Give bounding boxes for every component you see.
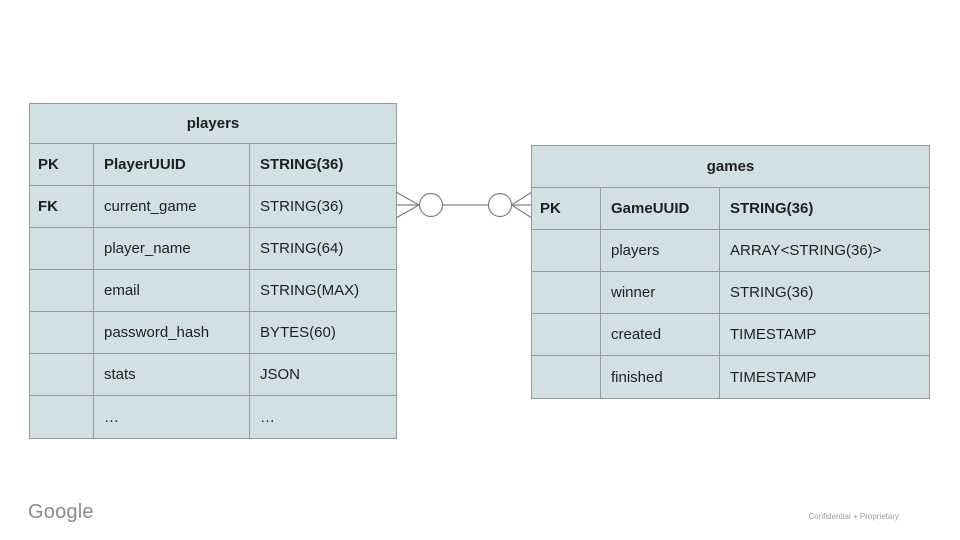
many-cardinality-icon <box>511 191 532 219</box>
cell-field-name: GameUUID <box>601 188 720 229</box>
table-row: created TIMESTAMP <box>532 314 929 356</box>
cell-field-name: created <box>601 314 720 355</box>
cell-field-type: STRING(36) <box>260 198 344 215</box>
cell-field-name: players <box>601 230 720 271</box>
cell-field-type: … <box>260 408 275 426</box>
cell-key: FK <box>30 186 94 227</box>
cell-field-type: STRING(36) <box>260 156 344 173</box>
table-row: players ARRAY<STRING(36)> <box>532 230 929 272</box>
cell-key <box>30 354 94 395</box>
table-row: winner STRING(36) <box>532 272 929 314</box>
cell-key <box>532 230 601 271</box>
cell-field-name: password_hash <box>94 312 250 353</box>
cell-field-type: ARRAY<STRING(36)> <box>730 242 882 259</box>
games-table: games PK GameUUID STRING(36) players ARR… <box>531 145 930 399</box>
table-row: PK GameUUID STRING(36) <box>532 188 929 230</box>
cell-field-name: email <box>94 270 250 311</box>
table-row: PK PlayerUUID STRING(36) <box>30 144 396 186</box>
table-row: password_hash BYTES(60) <box>30 312 396 354</box>
cell-key <box>532 314 601 355</box>
cell-key <box>30 312 94 353</box>
cell-field-name: winner <box>601 272 720 313</box>
players-table-title: players <box>30 104 396 144</box>
cell-key <box>30 228 94 269</box>
table-row: finished TIMESTAMP <box>532 356 929 398</box>
table-row: stats JSON <box>30 354 396 396</box>
cell-key: PK <box>532 188 601 229</box>
cell-field-type: STRING(MAX) <box>260 282 360 299</box>
cell-field-type: TIMESTAMP <box>730 368 817 386</box>
table-row: FK current_game STRING(36) <box>30 186 396 228</box>
cell-field-type: TIMESTAMP <box>730 326 817 343</box>
relationship-connector <box>396 191 532 219</box>
cell-key <box>532 356 601 398</box>
cell-field-name: finished <box>601 356 720 398</box>
cell-field-name: current_game <box>94 186 250 227</box>
cell-key <box>532 272 601 313</box>
players-table: players PK PlayerUUID STRING(36) FK curr… <box>29 103 397 439</box>
cell-field-type: BYTES(60) <box>260 324 336 341</box>
cell-field-name: stats <box>94 354 250 395</box>
cell-field-name: player_name <box>94 228 250 269</box>
confidential-label: Confidential + Proprietary <box>808 512 900 521</box>
games-table-title: games <box>532 146 929 188</box>
cell-field-name: … <box>94 396 250 438</box>
cell-field-type: STRING(36) <box>730 200 814 217</box>
table-row: email STRING(MAX) <box>30 270 396 312</box>
cell-key: PK <box>30 144 94 185</box>
cell-field-name: PlayerUUID <box>94 144 250 185</box>
cell-field-type: STRING(36) <box>730 284 814 301</box>
zero-cardinality-icon <box>487 192 513 218</box>
cell-key <box>30 270 94 311</box>
cell-field-type: JSON <box>260 366 301 383</box>
cell-key <box>30 396 94 438</box>
google-logo: Google <box>28 501 94 523</box>
table-row: … … <box>30 396 396 438</box>
zero-cardinality-icon <box>418 192 444 218</box>
table-row: player_name STRING(64) <box>30 228 396 270</box>
cell-field-type: STRING(64) <box>260 240 344 257</box>
many-cardinality-icon <box>396 191 420 219</box>
